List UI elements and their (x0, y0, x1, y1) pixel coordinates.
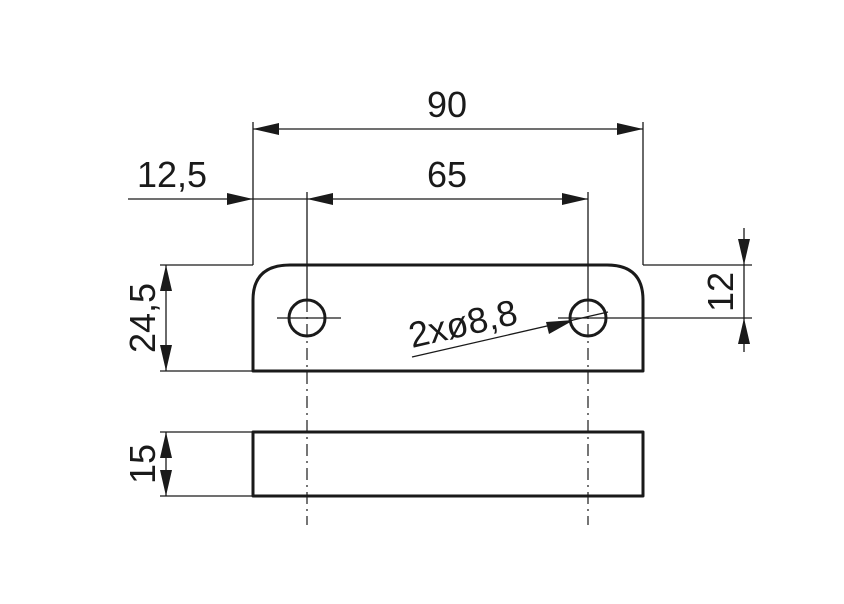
dimension-thickness: 15 (122, 432, 172, 496)
plate-side-view-outline (251, 430, 645, 498)
dimension-width: 24,5 (122, 265, 172, 371)
callout-arrowhead (546, 320, 574, 334)
dimension-label-12: 12 (700, 272, 741, 312)
dimension-overall-length: 90 (253, 84, 643, 135)
dimension-hole-position: 12 (700, 228, 750, 352)
callout-label-hole-diameter: 2xø8,8 (405, 291, 521, 356)
dimension-hole-spacing: 65 (307, 154, 588, 205)
dimension-label-15: 15 (122, 444, 163, 484)
callout-leader-line (411, 311, 609, 358)
dimension-label-90: 90 (427, 84, 467, 125)
plate-top-view-outline (251, 263, 645, 373)
hole-callout: 2xø8,8 (405, 291, 609, 358)
dimension-label-65: 65 (427, 154, 467, 195)
dimension-label-12-5: 12,5 (137, 154, 207, 195)
dimension-label-24-5: 24,5 (122, 283, 163, 353)
dimension-hole-offset: 12,5 (128, 154, 307, 205)
